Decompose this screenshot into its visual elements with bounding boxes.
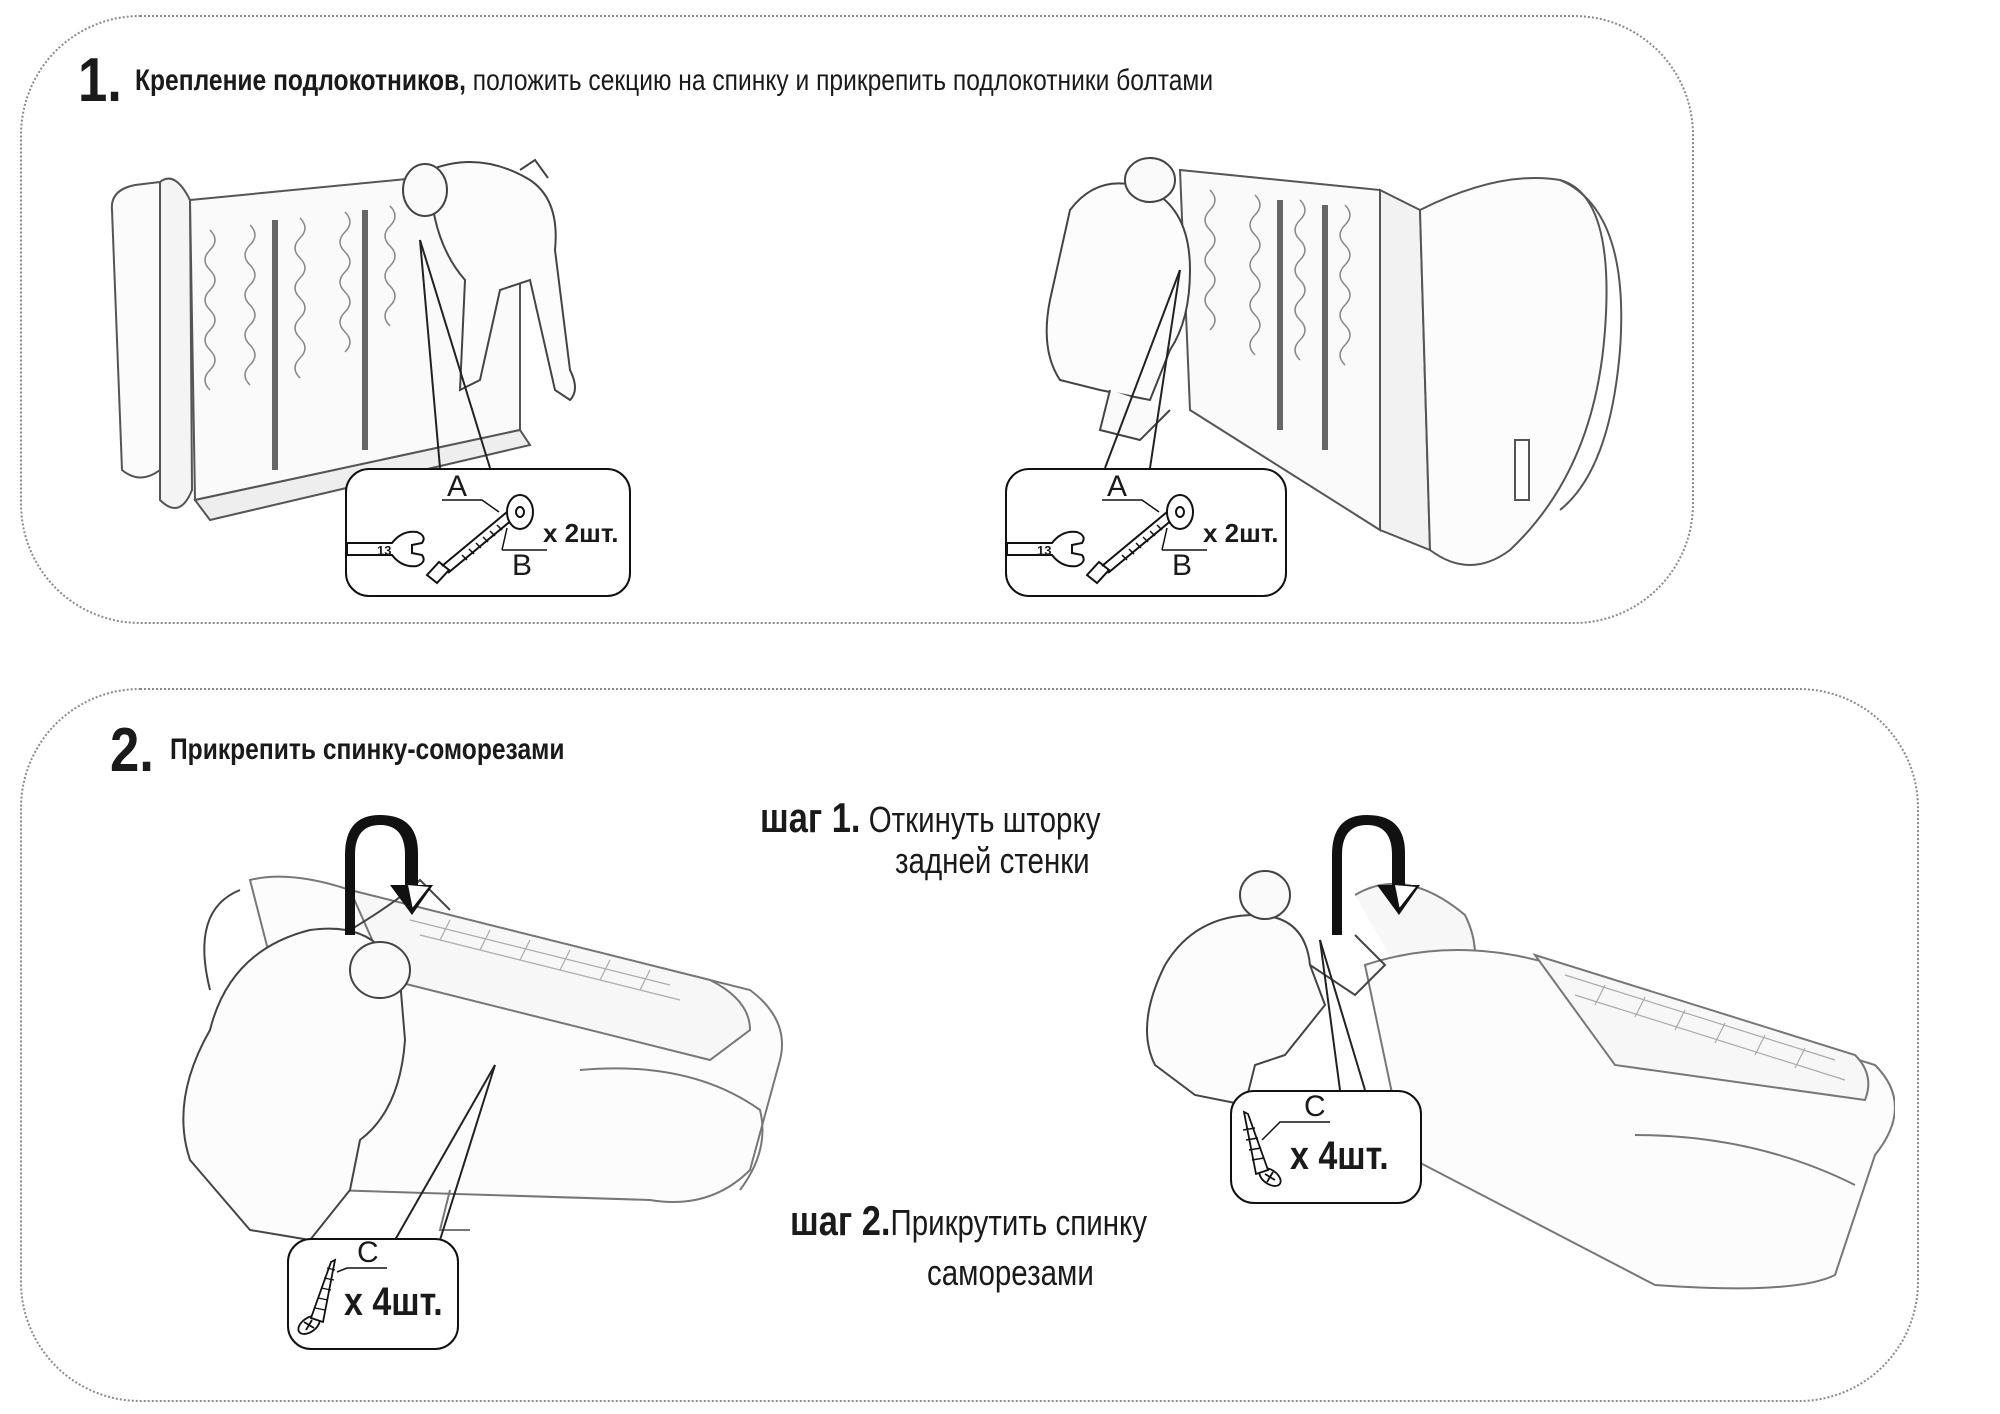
section-2-frame [20, 688, 1919, 1402]
step-1-line2: задней стенки [895, 840, 1090, 881]
screw-icon [1242, 1110, 1282, 1187]
quantity-label: x 2шт. [1203, 518, 1279, 548]
label-c-leader [1261, 1121, 1330, 1141]
section-1-title-rest: положить секцию на спинку и прикрепить п… [465, 64, 1214, 97]
wrench-icon [347, 530, 425, 568]
illustration-sofa-armrest-right [1040, 150, 1640, 590]
label-a-leader [1102, 499, 1160, 513]
label-b: B [1172, 549, 1193, 582]
screw-callout-2: C x 4шт. [1230, 1090, 1422, 1204]
step-2-note: шаг 2.Прикрутить спинку [790, 1195, 1147, 1248]
illustration-sofa-armrest-left [100, 140, 620, 580]
illustration-sofa-back-left [150, 810, 810, 1290]
step-1-label: шаг 1. [760, 794, 861, 841]
quantity-label: x 4шт. [344, 1280, 443, 1324]
label-c-leader [336, 1267, 387, 1273]
quantity-label: x 2шт. [543, 518, 619, 548]
step-2-line2: саморезами [927, 1252, 1094, 1293]
label-c: C [357, 1236, 379, 1269]
screw-callout-1: C x 4шт. [287, 1236, 459, 1350]
label-c: C [1304, 1090, 1326, 1123]
label-b: B [512, 549, 533, 582]
label-a: A [447, 470, 468, 503]
quantity-label: x 4шт. [1290, 1134, 1389, 1178]
step-2-label: шаг 2. [790, 1197, 891, 1244]
hardware-callout-2: 13 A B x 2шт. [1005, 468, 1287, 597]
bolt-icon [425, 511, 514, 585]
section-2-title: Прикрепить спинку-соморезами [170, 733, 565, 766]
section-2-number: 2. [110, 716, 154, 785]
section-1-number: 1. [78, 46, 122, 115]
wrench-icon [1007, 530, 1085, 568]
label-a-leader [442, 499, 500, 513]
illustration-sofa-back-right [1135, 855, 1895, 1305]
bolt-icon [1085, 511, 1174, 585]
section-1-title: Крепление подлокотников, положить секцию… [135, 66, 1213, 96]
section-1-title-bold: Крепление подлокотников, [135, 64, 466, 97]
label-a: A [1107, 470, 1128, 503]
section-1-frame [20, 15, 1694, 624]
step-1-line1: Откинуть шторку [860, 799, 1101, 840]
wrench-size-label: 13 [1037, 543, 1052, 558]
flip-arrow-icon [345, 815, 433, 935]
hardware-callout-1: 13 A B x 2шт. [345, 468, 631, 597]
label-b-leader [1161, 527, 1207, 551]
washer-icon [1166, 494, 1194, 530]
screw-icon [297, 1258, 337, 1335]
flip-arrow-icon-2 [1332, 815, 1420, 935]
wrench-size-label: 13 [377, 543, 392, 558]
step-2-line1: Прикрутить спинку [890, 1202, 1148, 1243]
washer-icon [506, 494, 534, 530]
step-1-note: шаг 1. Откинуть шторку [760, 792, 1100, 845]
label-b-leader [501, 527, 547, 551]
